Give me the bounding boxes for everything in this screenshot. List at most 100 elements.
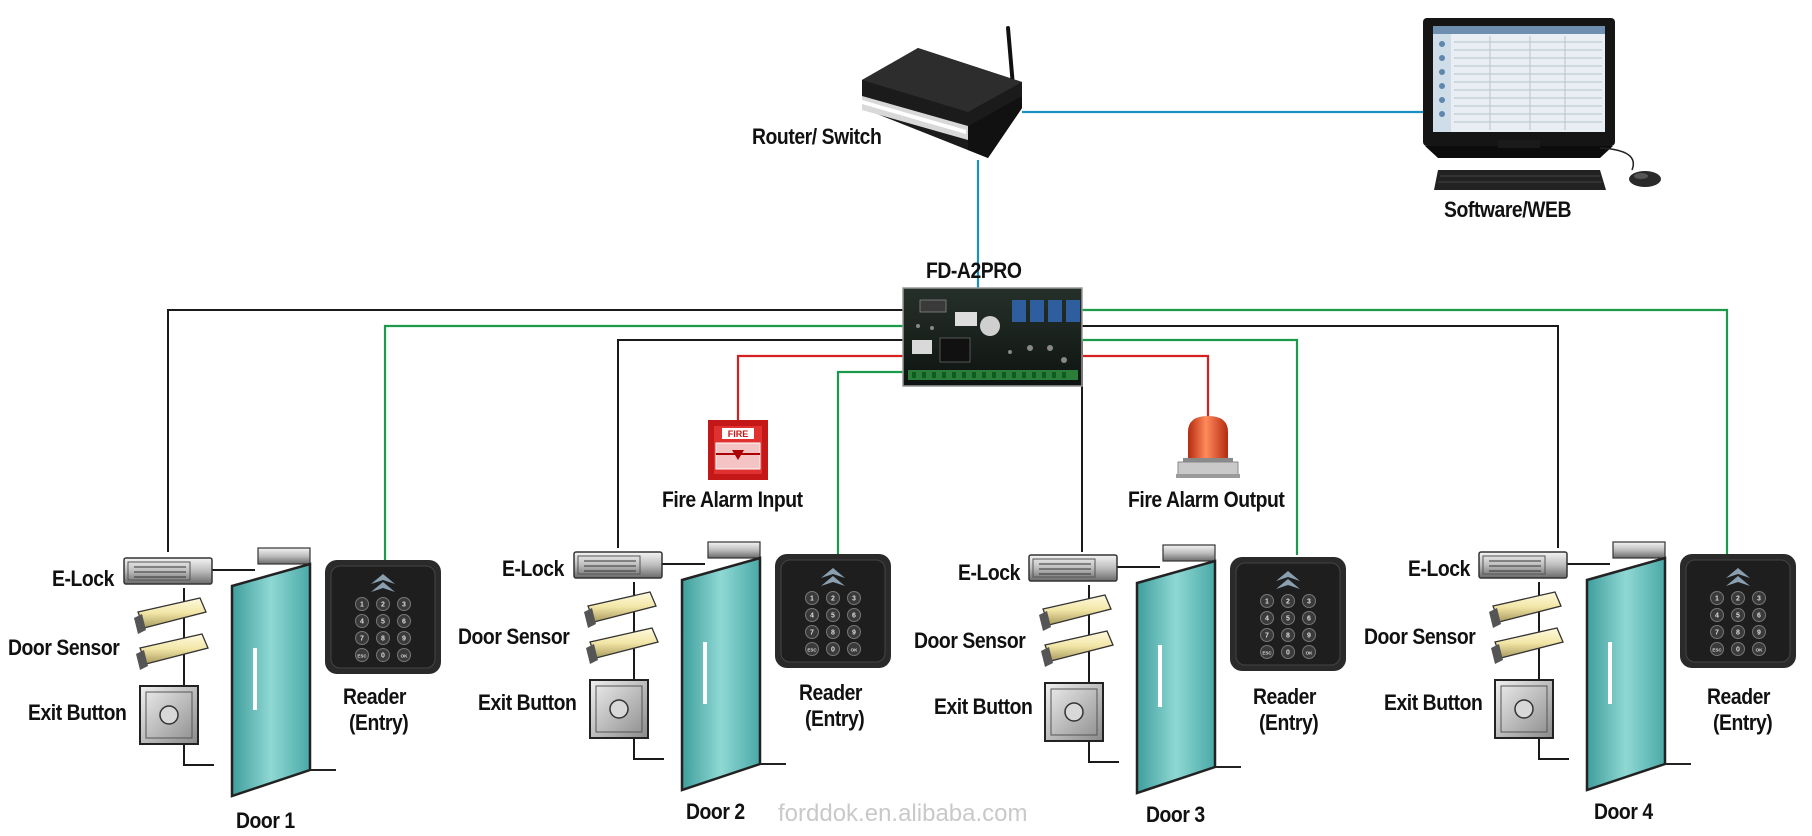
keypad-key [1260,628,1274,642]
exit-button-icon [1494,679,1554,739]
keypad-key [1302,611,1316,625]
keypad-key-label: 5 [1736,613,1740,620]
keypad-key-label: 6 [1757,613,1761,620]
watermark: forddok.en.alibaba.com [778,800,1028,827]
door-3-name: Door 3 [1146,802,1205,827]
fire-alarm-input-label: Fire Alarm Input [662,487,803,512]
keypad-key [805,608,819,622]
keypad-key [847,642,861,656]
keypad-key-label: 5 [381,619,385,626]
router-label: Router/ Switch [752,124,882,149]
keypad-key-label: ESC [1262,651,1272,656]
keypad-key-label: 4 [810,613,814,620]
e-lock-icon [123,557,213,585]
door-3-sensor-label: Door Sensor [914,628,1026,653]
black-wires [167,309,1559,552]
keypad-key [805,642,819,656]
keypad-key [1731,608,1745,622]
keypad-key [376,597,390,611]
keypad-key-label: OK [851,648,859,653]
keypad-key-label: 6 [852,613,856,620]
door-4-elock-label: E-Lock [1408,556,1470,581]
keypad-key-label: OK [1306,651,1314,656]
keypad-key [376,631,390,645]
keypad-key-label: 1 [1715,596,1719,603]
keypad-key [397,631,411,645]
keypad-key-label: 0 [1286,650,1290,657]
keypad-key [1260,594,1274,608]
keypad-key-label: 5 [1286,616,1290,623]
keypad-key [1302,594,1316,608]
keypad-key-label: 0 [1736,647,1740,654]
door-4-reader-label: Reader [1707,684,1771,709]
door-sensor-icon [584,591,659,664]
keypad-key-label: OK [1756,648,1764,653]
keypad-key-label: 9 [1307,633,1311,640]
keypad-key [397,648,411,662]
keypad-key [1710,625,1724,639]
keypad-key [1731,625,1745,639]
keypad-key-label: ESC [357,654,367,659]
keypad-key [826,642,840,656]
keypad-key-label: 0 [381,653,385,660]
keypad-key [1281,594,1295,608]
glass-door-icon [230,547,336,798]
door-2-reader-sub-label: (Entry) [805,706,865,731]
keypad-key [847,608,861,622]
keypad-key-label: 9 [402,636,406,643]
door-3-reader-label: Reader [1253,684,1317,709]
keypad-key-label: 6 [402,619,406,626]
keypad-key [1752,608,1766,622]
keypad-key-label: 3 [852,596,856,603]
keypad-key [1731,642,1745,656]
red-wires [736,354,1210,420]
keypad-key [355,597,369,611]
exit-button-icon [1044,682,1104,742]
fire-alarm-output-icon [1176,416,1240,478]
keypad-key-label: ESC [807,648,817,653]
exit-button-icon [589,679,649,739]
door-3-reader-sub-label: (Entry) [1259,710,1319,735]
door-4-sensor-label: Door Sensor [1364,624,1476,649]
keypad-key [355,648,369,662]
exit-button-icon [139,685,199,745]
keypad-key-label: 3 [1307,599,1311,606]
keypad-key [826,591,840,605]
keypad-key [1260,645,1274,659]
glass-door-icon [680,541,786,792]
e-lock-icon [1478,551,1568,579]
keypad-key-label: 8 [1286,633,1290,640]
keypad-key [1281,611,1295,625]
e-lock-icon [573,551,663,579]
door-2-exit-label: Exit Button [478,690,577,715]
door-1-name: Door 1 [236,808,295,833]
fire-alarm-input-icon: FIRE [708,420,768,480]
keypad-key [1281,645,1295,659]
glass-door-icon [1585,541,1691,792]
door-4-exit-label: Exit Button [1384,690,1483,715]
keypad-key-label: OK [401,654,409,659]
keypad-key-label: 0 [831,647,835,654]
controller-board-icon [902,287,1083,387]
keypad-key-label: 4 [360,619,364,626]
keypad-key-label: 7 [1265,633,1269,640]
door-2-name: Door 2 [686,799,745,824]
keypad-key-label: 3 [402,602,406,609]
keypad-key-label: 2 [1286,599,1290,606]
computer-icon [1423,18,1661,190]
keypad-key [1302,645,1316,659]
keypad-key-label: 8 [381,636,385,643]
door-2-reader-label: Reader [799,680,863,705]
keypad-key [1731,591,1745,605]
keypad-key-label: 5 [831,613,835,620]
keypad-key [355,631,369,645]
